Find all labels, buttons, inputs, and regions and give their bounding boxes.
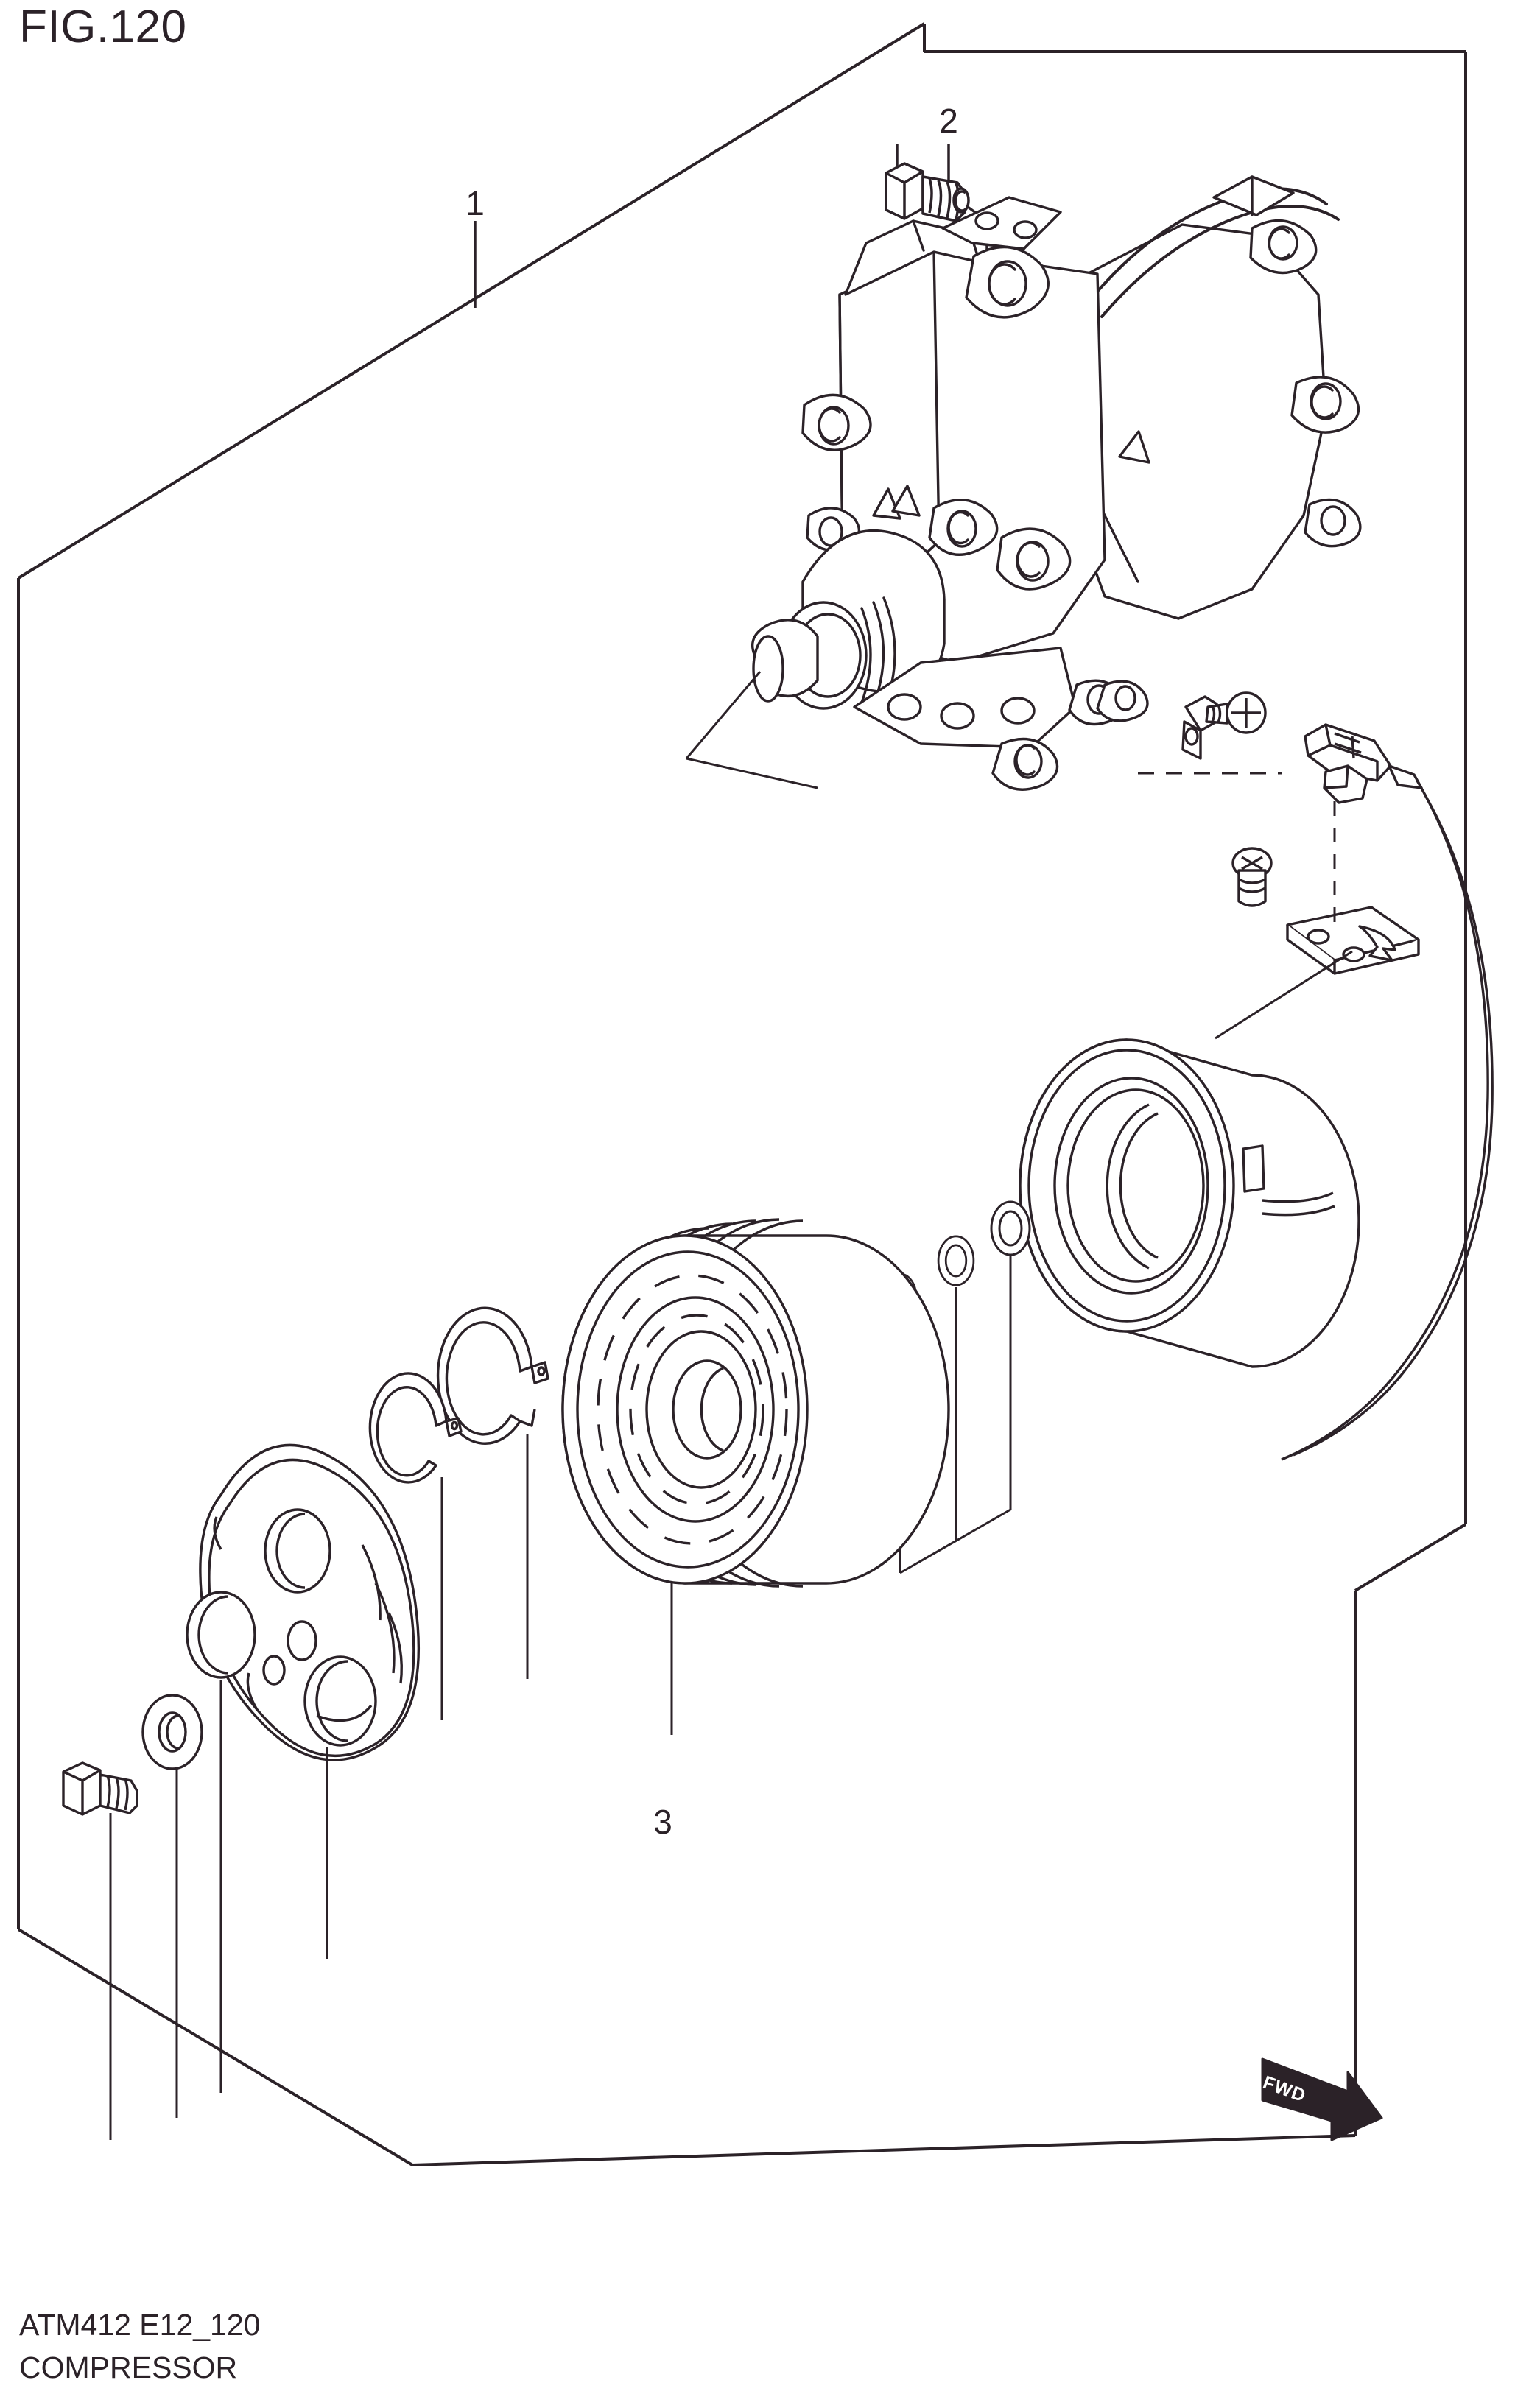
part-bracket-plate bbox=[1286, 906, 1420, 975]
field-coil-leaders bbox=[1215, 950, 1353, 1040]
body-projection-lines bbox=[685, 671, 818, 789]
part-field-coil bbox=[1019, 1038, 1360, 1368]
part-clutch-hub-plate bbox=[186, 1443, 421, 1761]
part-bracket-screw bbox=[1231, 847, 1273, 907]
assembly-bounding-box bbox=[17, 22, 1467, 2166]
part-electrical-connector bbox=[1304, 723, 1423, 804]
snap-ring-leaders bbox=[440, 1434, 529, 1720]
callout-1-number: 1 bbox=[465, 184, 485, 222]
footer-part-name: COMPRESSOR bbox=[19, 2351, 238, 2385]
fwd-arrow-marker: FWD bbox=[1260, 2057, 1383, 2141]
callout-3-number: 3 bbox=[653, 1803, 672, 1841]
part-compressor-body bbox=[751, 175, 1362, 791]
part-clutch-washer bbox=[141, 1694, 203, 1770]
sheet-footer: ATM412 E12_120 COMPRESSOR bbox=[19, 2303, 260, 2389]
part-pulley bbox=[561, 1218, 950, 1588]
part-snap-ring-large bbox=[436, 1306, 549, 1445]
bolt-washer-leaders bbox=[109, 1680, 222, 2140]
part-snap-ring-small bbox=[368, 1372, 463, 1484]
page-title: FIG.120 bbox=[19, 1, 187, 52]
part-harness-clip bbox=[1181, 695, 1218, 760]
callout-2-number: 2 bbox=[939, 102, 958, 140]
part-clutch-center-bolt bbox=[62, 1761, 138, 1816]
part-mounting-screw-upper bbox=[1205, 691, 1267, 734]
part-service-valve-bolt bbox=[885, 162, 970, 222]
part-harness-wire bbox=[1281, 780, 1494, 1461]
footer-code: ATM412 E12_120 bbox=[19, 2308, 261, 2342]
